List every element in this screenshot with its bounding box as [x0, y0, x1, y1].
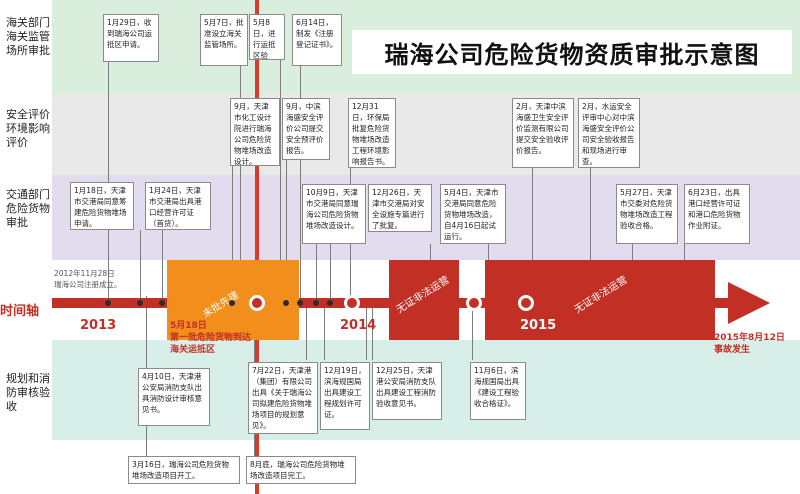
connector-line	[330, 244, 331, 300]
connector-line	[590, 168, 591, 300]
planning-event-box: 7月22日，天津港（集团）有限公司出具《关于瑞海公司拟建危险货物堆场项目的规划意…	[248, 362, 318, 434]
customs-event-box: 1月29日，收到瑞海公司运抵区申请。	[103, 14, 159, 62]
timeline-dot	[137, 300, 143, 306]
transport-event-box: 10月9日，天津市交港局同意瑞海公司危险货物堆场改造设计。	[302, 184, 366, 244]
row-label-customs: 海关部门海关监管场所审批	[6, 16, 50, 57]
connector-line	[300, 66, 301, 300]
connector-line	[240, 66, 241, 300]
first-cargo-marker-line	[255, 0, 259, 494]
timeline-arrow-icon	[728, 282, 770, 324]
construction-end-box: 8月底，瑞海公司危险货物堆场改造项目完工。	[246, 456, 356, 484]
connector-line	[532, 168, 533, 300]
connector-line	[372, 300, 373, 360]
connector-line	[280, 60, 281, 300]
planning-event-box: 12月25日，天津港公安局消防支队出具建设工程消防验收意见书。	[372, 362, 442, 420]
transport-event-box: 1月24日，天津市交港局出具港口经营许可证（首货）。	[145, 182, 211, 230]
first-cargo-ring-icon	[249, 295, 265, 311]
company-founded-note: 2012年11月28日 瑞海公司注册成立。	[54, 269, 122, 289]
connector-line	[366, 300, 367, 360]
year-2013: 2013	[80, 318, 117, 333]
diagram-title: 瑞海公司危险货物资质审批示意图	[352, 30, 792, 74]
safety-event-box: 9月，中滨海盛安全评价公司提交安全预评价报告。	[282, 98, 330, 160]
illegal-operation-segment-1	[389, 260, 459, 340]
timeline-bar-end	[715, 298, 735, 308]
timeline-dot	[327, 300, 333, 306]
connector-line	[108, 62, 109, 300]
safety-event-box: 9月，天津市化工设计院进行瑞海公司危险货物堆场改造设计。	[230, 98, 280, 166]
timeline-ring-icon	[518, 295, 534, 311]
connector-line	[232, 166, 233, 300]
safety-band	[52, 94, 800, 175]
year-2014: 2014	[340, 318, 377, 333]
row-label-timeline: 时间轴	[0, 304, 40, 319]
connector-line	[286, 160, 287, 300]
accident-milestone: 2015年8月12日 事故发生	[714, 333, 785, 355]
safety-event-box: 12月31日，环保局批复危险货物堆场改造工程环境影响报告书。	[348, 98, 396, 168]
planning-event-box: 12月19日，滨海规国局出具建设工程规划许可证。	[320, 362, 370, 430]
construction-start-box: 3月16日，瑞海公司危险货物堆场改造项目开工。	[128, 456, 240, 484]
timeline-dot	[105, 300, 111, 306]
transport-event-box: 6月23日，出具港口经营许可证和港口危险货物作业附证。	[684, 184, 750, 244]
year-2015: 2015	[520, 318, 557, 333]
timeline-dot	[297, 300, 303, 306]
connector-line	[162, 230, 163, 300]
customs-event-box: 5月8日，进行运抵区验收。	[249, 14, 285, 60]
row-label-safety: 安全评价环境影响评价	[6, 108, 50, 149]
customs-event-box: 6月14日，制发《注册登记证书》。	[292, 14, 342, 66]
timeline-dot	[283, 300, 289, 306]
timeline-dot	[229, 300, 235, 306]
timeline-ring-icon	[466, 295, 482, 311]
safety-event-box: 2月，天津中滨海盛卫生安全评价监测有限公司提交安全验收评价报告。	[512, 98, 574, 168]
first-cargo-milestone: 5月18日 第一批危险货物到达 海关运抵区	[170, 321, 252, 355]
transport-event-box: 12月26日，天津市交港局对安全设施专篇进行了批复。	[368, 184, 432, 232]
connector-line	[324, 300, 325, 360]
planning-event-box: 11月6日，滨海规国局出具《建设工程验收合格证》。	[470, 362, 526, 420]
timeline-dot	[159, 300, 165, 306]
timeline-dot	[313, 300, 319, 306]
timeline-ring-icon	[344, 295, 360, 311]
transport-event-box: 5月4日，天津市交港局同意危险货物堆场改造，自4月16日起试运行。	[440, 184, 506, 244]
row-label-transport: 交通部门危险货物审批	[6, 188, 50, 229]
connector-line	[140, 230, 141, 300]
row-label-planning: 规划和消防审核验收	[6, 372, 50, 413]
transport-event-box: 5月27日，天津市交委对危险货物堆场改造工程验收合格。	[616, 184, 678, 244]
connector-line	[316, 244, 317, 300]
connector-line	[472, 300, 473, 360]
planning-event-box: 4月10日，天津港公安局消防支队出具消防设计审核意见书。	[138, 368, 210, 426]
customs-event-box: 5月7日，批准设立海关监管场所。	[200, 14, 248, 66]
safety-event-box: 2月，水运安全评审中心对中滨海盛安全评价公司安全验收报告和现场进行审查。	[578, 98, 640, 168]
transport-event-box: 1月18日，天津市交港局同意筹建危险货物堆场申请。	[70, 182, 134, 230]
connector-line	[306, 300, 307, 360]
